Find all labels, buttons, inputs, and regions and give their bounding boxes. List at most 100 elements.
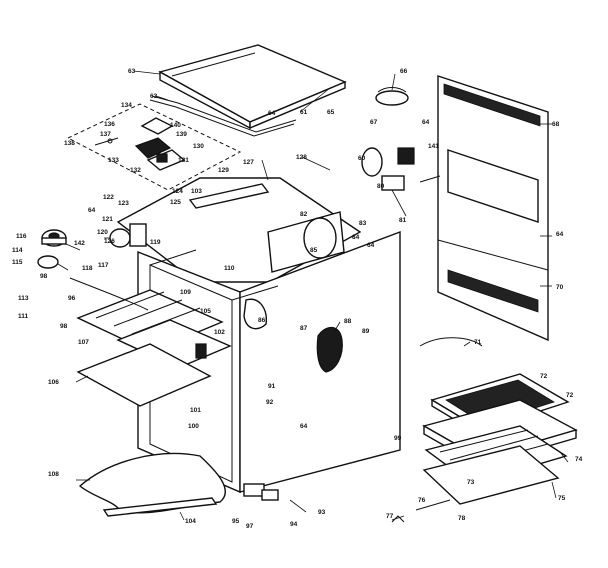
top-trim-strip	[149, 95, 297, 137]
side-latch	[316, 326, 343, 373]
callout-63b: 63	[150, 93, 158, 100]
drawer-front-bracket	[243, 483, 279, 501]
callout-60: 60	[358, 155, 366, 162]
callout-65: 65	[327, 109, 335, 116]
callout-89: 89	[362, 328, 370, 335]
door-hinge	[243, 298, 267, 330]
callout-120: 120	[97, 229, 108, 236]
callout-111: 111	[18, 313, 29, 320]
callout-137: 137	[100, 131, 111, 138]
callout-63a: 63	[128, 68, 136, 75]
callout-136: 136	[104, 121, 115, 128]
callout-94: 94	[290, 521, 298, 528]
callout-105: 105	[200, 308, 211, 315]
control-components-group	[66, 103, 242, 191]
callout-74: 74	[575, 456, 583, 463]
drawer-rail	[102, 497, 218, 517]
callout-117: 117	[98, 262, 109, 269]
callout-142: 142	[74, 240, 85, 247]
callout-97: 97	[246, 523, 254, 530]
callout-101: 101	[190, 407, 201, 414]
vent-tube	[69, 277, 149, 311]
callout-109: 109	[180, 289, 191, 296]
callout-110: 110	[224, 265, 235, 272]
callout-130: 130	[193, 143, 204, 150]
callout-91: 91	[268, 383, 276, 390]
control-knob	[41, 229, 67, 247]
callout-129: 129	[218, 167, 229, 174]
callout-102: 102	[214, 329, 225, 336]
callout-64c: 64	[556, 231, 564, 238]
drawer-liner	[78, 452, 226, 514]
callout-121: 121	[102, 216, 113, 223]
callout-64f: 64	[300, 423, 308, 430]
callout-114: 114	[12, 247, 23, 254]
clock-assembly	[109, 223, 147, 248]
callout-61: 61	[300, 109, 308, 116]
callout-64a: 64	[268, 110, 276, 117]
callout-139: 139	[176, 131, 187, 138]
callout-132: 132	[130, 167, 141, 174]
callout-64e: 64	[367, 242, 375, 249]
callout-84a: 84	[352, 234, 360, 241]
callout-100: 100	[188, 423, 199, 430]
callout-118: 118	[82, 265, 93, 272]
callout-128: 128	[296, 154, 307, 161]
callout-leader-lines	[57, 70, 569, 521]
callout-98a: 98	[40, 273, 48, 280]
callout-68: 68	[552, 121, 560, 128]
element-coil	[375, 87, 409, 106]
callout-88: 88	[344, 318, 352, 325]
callout-116: 116	[16, 233, 27, 240]
callout-133: 133	[108, 157, 119, 164]
callout-76: 76	[418, 497, 426, 504]
callout-85: 85	[310, 247, 318, 254]
callout-99: 99	[394, 435, 402, 442]
callout-119: 119	[150, 239, 161, 246]
wire-spring	[419, 337, 483, 347]
callout-103: 103	[191, 188, 202, 195]
cooktop-panel	[158, 44, 347, 130]
callout-127: 127	[243, 159, 254, 166]
broiler-rod	[391, 499, 451, 523]
callout-141: 141	[428, 143, 439, 150]
knob-skirt	[37, 255, 59, 269]
callout-80: 80	[377, 183, 385, 190]
callout-75: 75	[558, 495, 566, 502]
oven-bottom-panel	[76, 343, 212, 407]
callout-77: 77	[386, 513, 394, 520]
callout-107: 107	[78, 339, 89, 346]
broiler-drawer-bottom	[422, 445, 560, 505]
callout-82: 82	[300, 211, 308, 218]
callout-92: 92	[266, 399, 274, 406]
callout-81: 81	[399, 217, 407, 224]
callout-113: 113	[18, 295, 29, 302]
callout-131: 131	[178, 157, 189, 164]
callout-95: 95	[232, 518, 240, 525]
callout-98b: 98	[60, 323, 68, 330]
callout-64d: 64	[88, 207, 96, 214]
callout-104: 104	[185, 518, 196, 525]
callout-86: 86	[258, 317, 266, 324]
callout-73: 73	[467, 479, 475, 486]
callout-96: 96	[68, 295, 76, 302]
callout-78: 78	[458, 515, 466, 522]
terminal-block	[361, 147, 441, 191]
callout-122: 122	[103, 194, 114, 201]
callout-106: 106	[48, 379, 59, 386]
callout-71: 71	[474, 339, 482, 346]
callout-140: 140	[170, 122, 181, 129]
callout-72a: 72	[540, 373, 548, 380]
callout-108: 108	[48, 471, 59, 478]
callout-66: 66	[400, 68, 408, 75]
callout-126: 126	[104, 238, 115, 245]
back-panel	[437, 75, 549, 342]
callout-72b: 72	[566, 392, 574, 399]
callout-134: 134	[121, 102, 132, 109]
callout-83: 83	[359, 220, 367, 227]
callout-124: 124	[172, 188, 183, 195]
callout-125: 125	[170, 199, 181, 206]
callout-115: 115	[12, 259, 23, 266]
